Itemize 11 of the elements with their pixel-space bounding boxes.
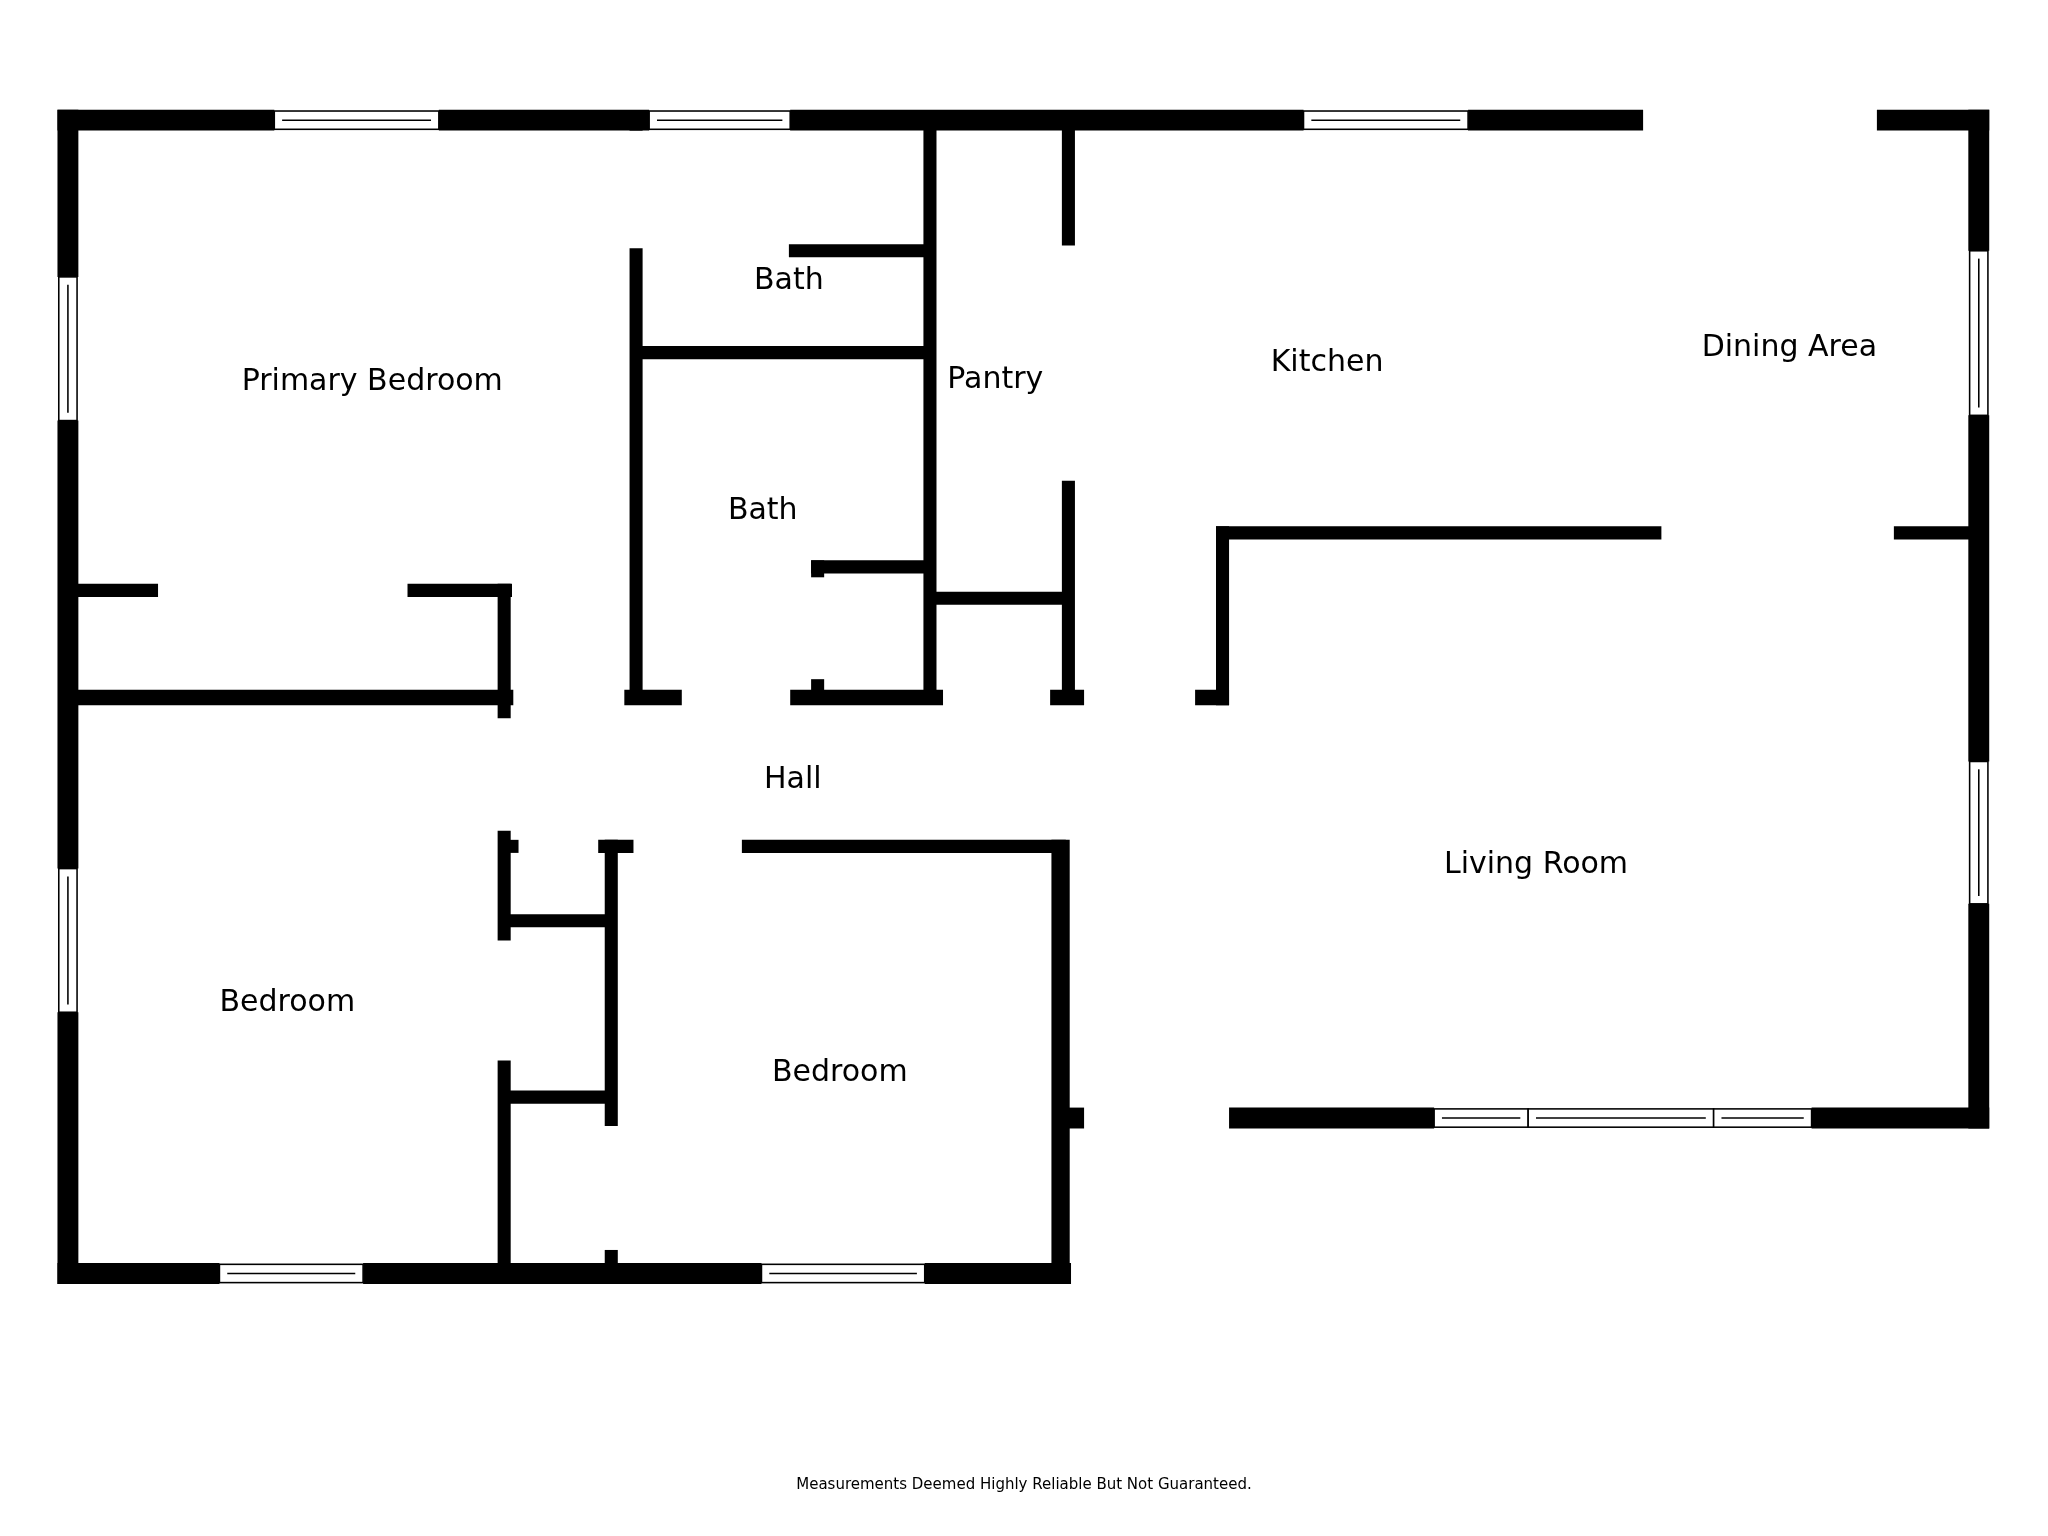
room-label: Bath xyxy=(754,260,824,296)
footnote: Measurements Deemed Highly Reliable But Not Guaranteed. xyxy=(796,1474,1252,1493)
room-label: Kitchen xyxy=(1270,343,1384,378)
room-label: Bath xyxy=(727,490,798,526)
room-label: Dining Area xyxy=(1701,327,1878,363)
room-label: Living Room xyxy=(1443,844,1629,880)
room-label: Bedroom xyxy=(219,983,356,1018)
room-label: Bedroom xyxy=(772,1052,908,1088)
room-label: Hall xyxy=(764,759,822,795)
room-label: Pantry xyxy=(947,359,1044,395)
room-label: Primary Bedroom xyxy=(241,361,503,397)
